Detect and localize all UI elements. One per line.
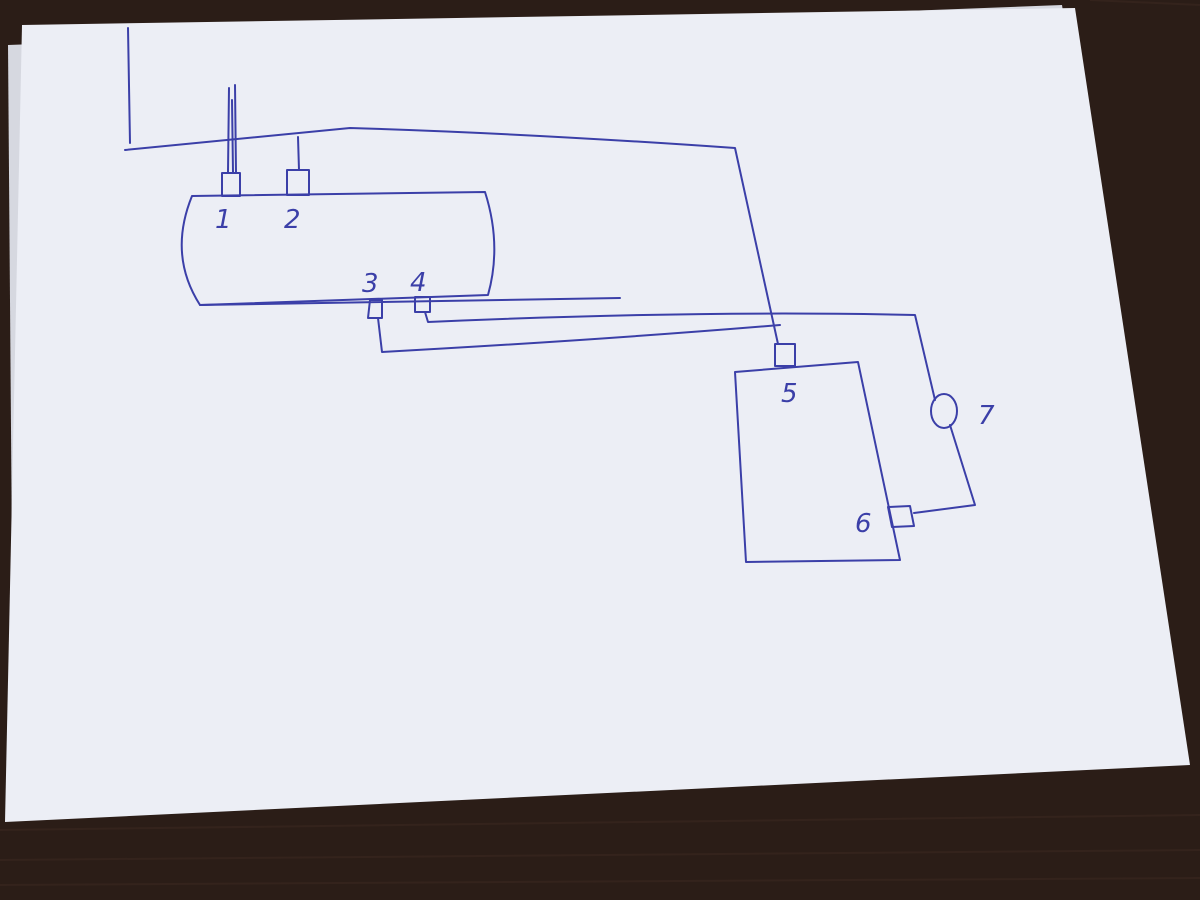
horizontal-tank [180,191,496,306]
pipe-from-port-3 [377,317,781,353]
pipe-from-port-4 [424,311,936,401]
port-6-connector [887,505,915,528]
boiler-box [734,361,901,563]
port-2-connector [286,169,310,196]
pump-7 [930,393,958,429]
port-label-2: 2 [284,205,301,235]
main-pipe [124,127,779,345]
wall-line [127,27,131,144]
pipe-from-port-6 [913,424,976,514]
tank-outlet-line [199,297,621,306]
port-5-connector [774,343,796,367]
port-3-connector [367,299,383,319]
port-label-4: 4 [410,268,427,298]
port-4-connector [414,296,431,313]
port-label-5: 5 [781,379,798,409]
sketch-lines [124,27,976,563]
port-label-3: 3 [362,269,379,299]
vent-strokes [227,84,237,174]
port-1-connector [221,172,241,197]
port-label-6: 6 [855,509,872,539]
paper-sheet [5,8,1190,822]
pipe-to-port-2 [297,136,300,171]
port-label-7: 7 [978,401,995,431]
port-label-1: 1 [215,205,232,235]
